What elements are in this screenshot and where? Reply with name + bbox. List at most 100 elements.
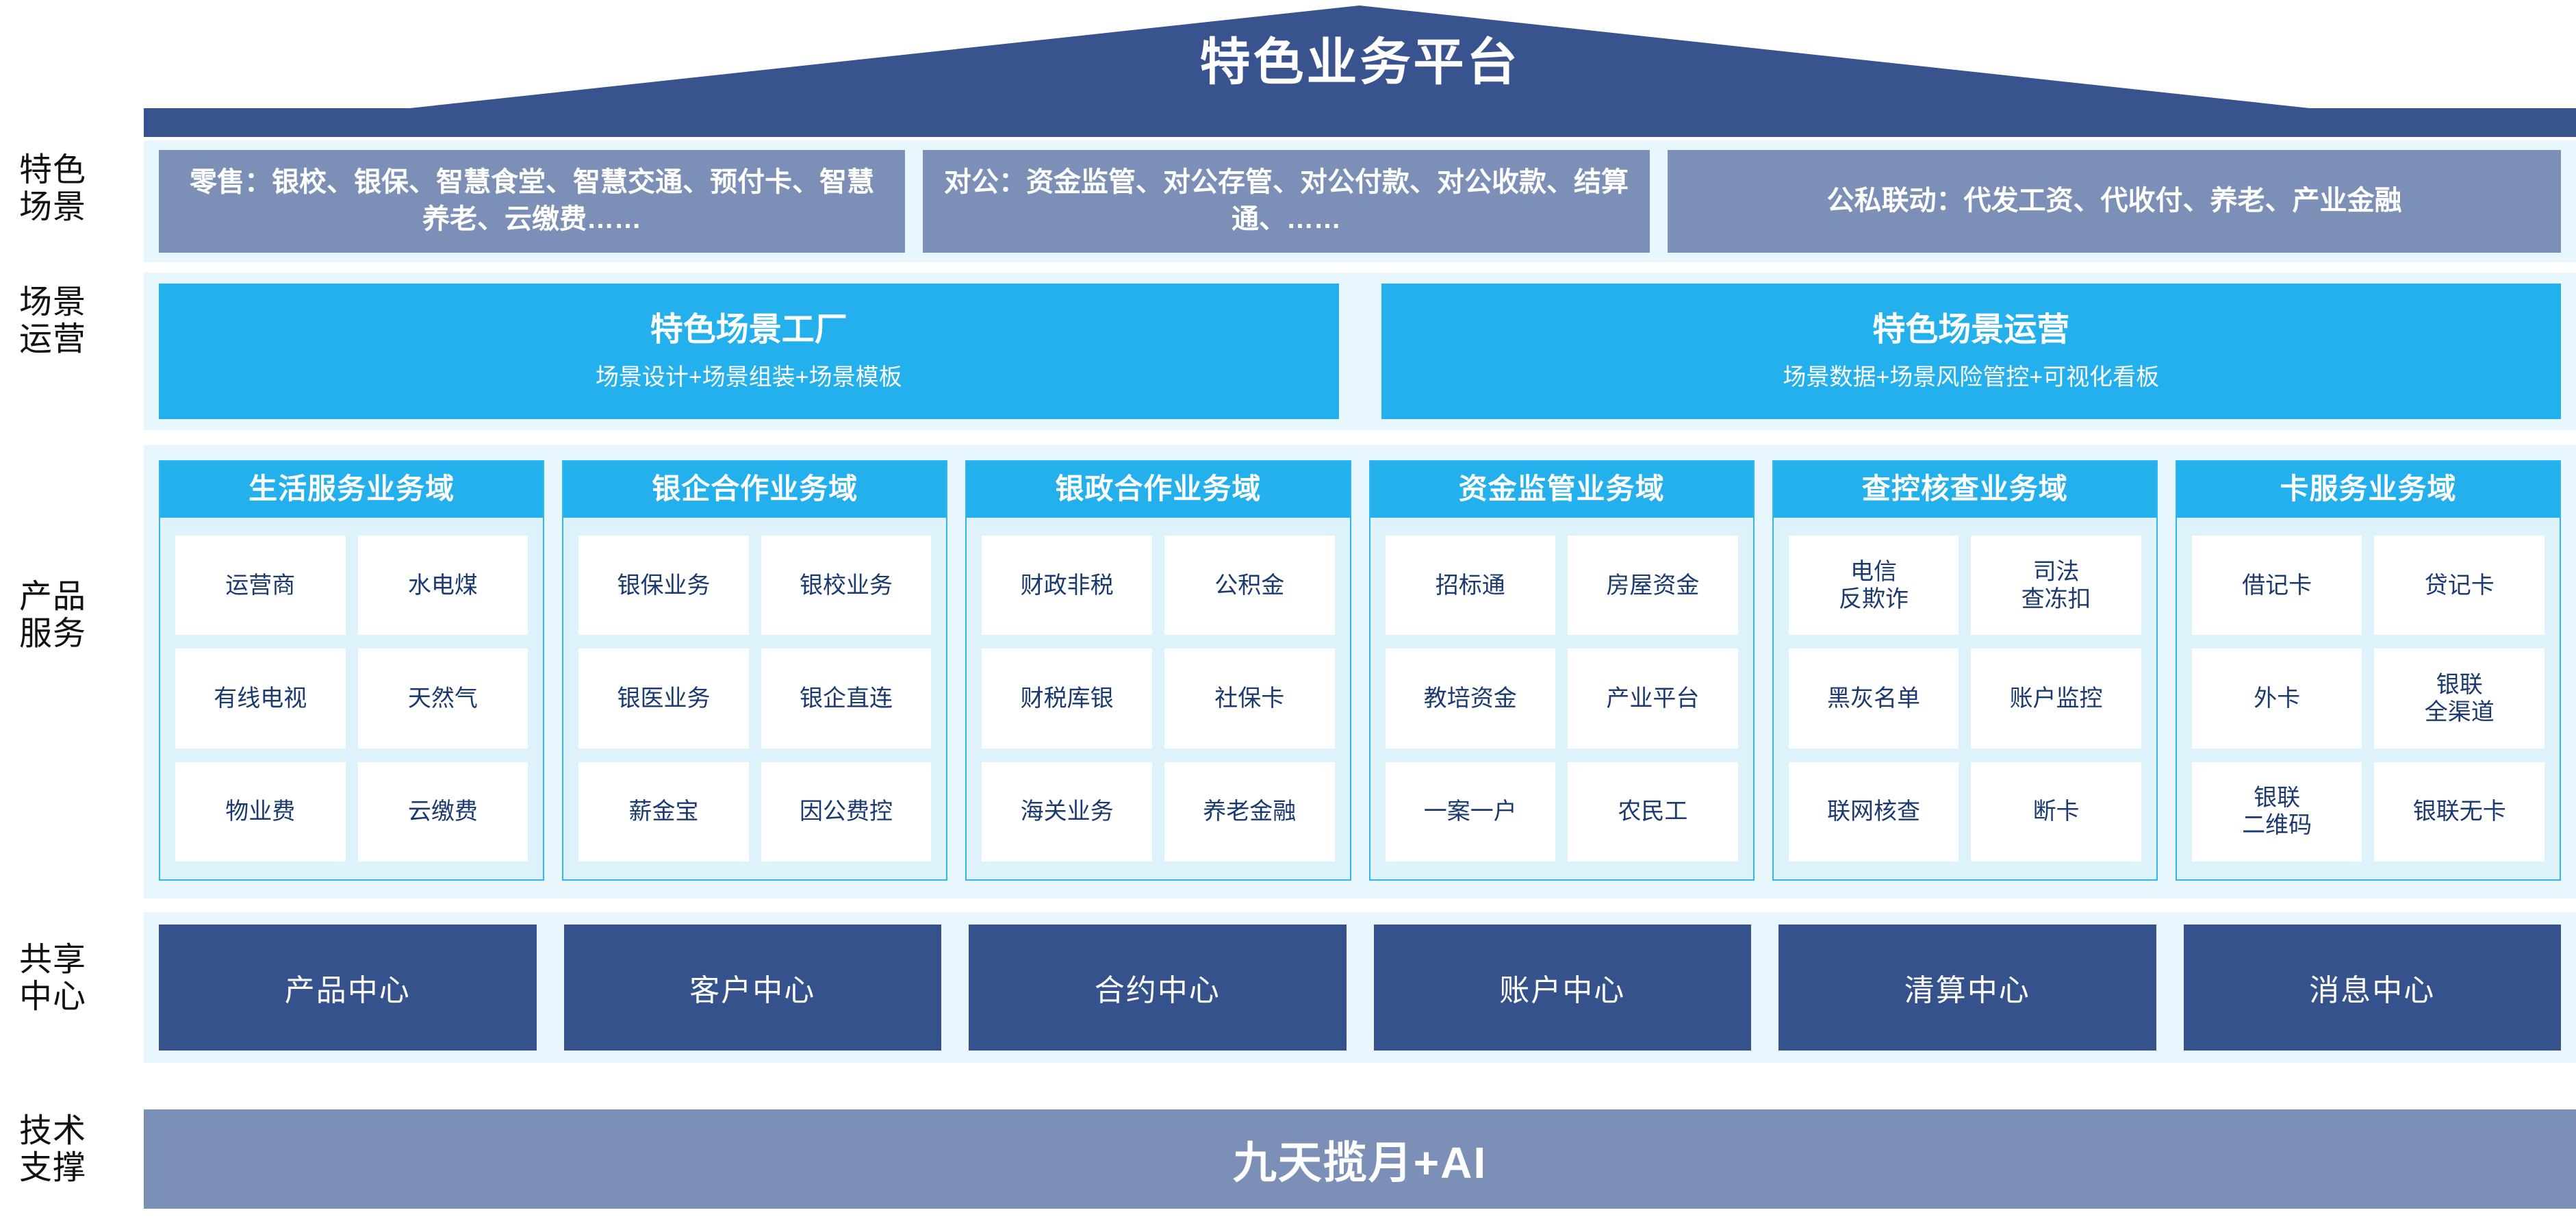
domain-grid-investigation-control: 电信 反欺诈 司法 查冻扣 黑灰名单 账户监控 联网核查 断卡 <box>1774 518 2156 879</box>
shared-center-list: 产品中心 客户中心 合约中心 账户中心 清算中心 消息中心 <box>144 912 2576 1063</box>
product-domain-list: 生活服务业务域 运营商 水电煤 有线电视 天然气 物业费 云缴费 银企合作业务域… <box>144 445 2576 898</box>
product-cell[interactable]: 招标通 <box>1385 536 1556 636</box>
row-label-scene-operation: 场景 运营 <box>19 284 136 358</box>
product-cell[interactable]: 因公费控 <box>761 762 932 862</box>
shared-center-label: 合约中心 <box>1094 974 1221 1007</box>
domain-title-fund-supervision: 资金监管业务域 <box>1370 462 1753 518</box>
product-cell[interactable]: 贷记卡 <box>2374 536 2545 636</box>
product-domain-life-services: 生活服务业务域 运营商 水电煤 有线电视 天然气 物业费 云缴费 <box>159 460 545 881</box>
row-label-scenes: 特色 场景 <box>19 152 136 226</box>
tech-support-label: 九天揽月+AI <box>1232 1137 1488 1187</box>
product-cell[interactable]: 物业费 <box>175 762 346 862</box>
scene-operation-band: 特色场景工厂 场景设计+场景组装+场景模板 特色场景运营 场景数据+场景风险管控… <box>144 273 2576 430</box>
product-cell[interactable]: 运营商 <box>175 536 346 636</box>
product-cell[interactable]: 教培资金 <box>1385 649 1556 749</box>
product-cell[interactable]: 财政非税 <box>982 536 1152 636</box>
product-domain-bank-government: 银政合作业务域 财政非税 公积金 财税库银 社保卡 海关业务 养老金融 <box>965 460 1351 881</box>
shared-center-contract[interactable]: 合约中心 <box>969 925 1347 1051</box>
row-label-product-services-line1: 产品 <box>19 579 87 615</box>
platform-roof-banner: 特色业务平台 <box>144 5 2576 137</box>
product-cell[interactable]: 银企直连 <box>761 649 932 749</box>
shared-center-label: 账户中心 <box>1499 974 1626 1007</box>
row-label-scenes-line2: 场景 <box>19 188 87 225</box>
scene-factory-subtitle: 场景设计+场景组装+场景模板 <box>595 364 902 390</box>
shared-center-label: 清算中心 <box>1904 974 2030 1007</box>
product-cell[interactable]: 薪金宝 <box>578 762 749 862</box>
product-cell[interactable]: 联网核查 <box>1788 762 1959 862</box>
product-cell[interactable]: 云缴费 <box>357 762 528 862</box>
product-cell[interactable]: 公积金 <box>1164 536 1335 636</box>
product-cell[interactable]: 房屋资金 <box>1568 536 1738 636</box>
product-cell[interactable]: 银校业务 <box>761 536 932 636</box>
shared-center-customer[interactable]: 客户中心 <box>563 925 941 1051</box>
row-label-shared-centers-line1: 共享 <box>19 942 87 978</box>
domain-grid-card-services: 借记卡 贷记卡 外卡 银联 全渠道 银联 二维码 银联无卡 <box>2177 518 2560 879</box>
scenes-band: 零售：银校、银保、智慧食堂、智慧交通、预付卡、智慧养老、云缴费…… 对公：资金监… <box>144 140 2576 262</box>
scene-operation-box[interactable]: 特色场景运营 场景数据+场景风险管控+可视化看板 <box>1381 284 2561 419</box>
scene-box-public-private-linkage[interactable]: 公私联动：代发工资、代收付、养老、产业金融 <box>1668 150 2561 253</box>
shared-centers-band: 产品中心 客户中心 合约中心 账户中心 清算中心 消息中心 <box>144 912 2576 1063</box>
row-label-shared-centers: 共享 中心 <box>19 942 136 1016</box>
domain-title-investigation-control: 查控核查业务域 <box>1773 462 2156 518</box>
product-cell[interactable]: 养老金融 <box>1164 762 1335 862</box>
domain-grid-life-services: 运营商 水电煤 有线电视 天然气 物业费 云缴费 <box>160 518 543 879</box>
product-cell[interactable]: 电信 反欺诈 <box>1788 536 1959 636</box>
domain-title-life-services: 生活服务业务域 <box>160 462 544 518</box>
page-title: 特色业务平台 <box>1199 34 1520 90</box>
shared-center-account[interactable]: 账户中心 <box>1373 925 1751 1051</box>
tech-support-bar[interactable]: 九天揽月+AI <box>144 1109 2576 1209</box>
scene-operation-subtitle: 场景数据+场景风险管控+可视化看板 <box>1783 364 2160 390</box>
product-services-band: 生活服务业务域 运营商 水电煤 有线电视 天然气 物业费 云缴费 银企合作业务域… <box>144 445 2576 898</box>
product-cell[interactable]: 有线电视 <box>175 649 346 749</box>
shared-center-label: 客户中心 <box>689 974 816 1007</box>
product-cell[interactable]: 借记卡 <box>2191 536 2362 636</box>
product-cell[interactable]: 水电煤 <box>357 536 528 636</box>
domain-grid-fund-supervision: 招标通 房屋资金 教培资金 产业平台 一案一户 农民工 <box>1370 518 1753 879</box>
shared-center-message[interactable]: 消息中心 <box>2183 925 2561 1051</box>
row-label-product-services: 产品 服务 <box>19 579 136 653</box>
domain-grid-bank-enterprise: 银保业务 银校业务 银医业务 银企直连 薪金宝 因公费控 <box>563 518 946 879</box>
shared-center-label: 消息中心 <box>2309 974 2436 1007</box>
product-domain-fund-supervision: 资金监管业务域 招标通 房屋资金 教培资金 产业平台 一案一户 农民工 <box>1368 460 1755 881</box>
product-cell[interactable]: 社保卡 <box>1164 649 1335 749</box>
product-cell[interactable]: 司法 查冻扣 <box>1971 536 2141 636</box>
scene-box-linkage-label: 公私联动：代发工资、代收付、养老、产业金融 <box>1826 186 2402 216</box>
product-cell[interactable]: 财税库银 <box>982 649 1152 749</box>
product-domain-card-services: 卡服务业务域 借记卡 贷记卡 外卡 银联 全渠道 银联 二维码 银联无卡 <box>2175 460 2562 881</box>
row-label-tech-support: 技术 支撑 <box>19 1113 136 1187</box>
product-cell[interactable]: 海关业务 <box>982 762 1152 862</box>
scene-box-retail[interactable]: 零售：银校、银保、智慧食堂、智慧交通、预付卡、智慧养老、云缴费…… <box>159 150 905 253</box>
domain-title-bank-enterprise: 银企合作业务域 <box>563 462 947 518</box>
scene-factory-title: 特色场景工厂 <box>650 311 847 348</box>
product-cell[interactable]: 断卡 <box>1971 762 2141 862</box>
shared-center-product[interactable]: 产品中心 <box>159 925 537 1051</box>
product-cell[interactable]: 银联 全渠道 <box>2374 649 2545 749</box>
row-label-shared-centers-line2: 中心 <box>19 978 87 1015</box>
scene-operation-title: 特色场景运营 <box>1872 311 2070 348</box>
domain-title-bank-government: 银政合作业务域 <box>967 462 1350 518</box>
scene-factory-box[interactable]: 特色场景工厂 场景设计+场景组装+场景模板 <box>159 284 1339 419</box>
product-cell[interactable]: 农民工 <box>1568 762 1738 862</box>
domain-title-card-services: 卡服务业务域 <box>2176 462 2560 518</box>
product-cell[interactable]: 天然气 <box>357 649 528 749</box>
product-cell[interactable]: 外卡 <box>2191 649 2362 749</box>
domain-grid-bank-government: 财政非税 公积金 财税库银 社保卡 海关业务 养老金融 <box>967 518 1349 879</box>
product-domain-investigation-control: 查控核查业务域 电信 反欺诈 司法 查冻扣 黑灰名单 账户监控 联网核查 断卡 <box>1772 460 2158 881</box>
shared-center-label: 产品中心 <box>284 974 411 1007</box>
shared-center-clearing[interactable]: 清算中心 <box>1778 925 2156 1051</box>
product-cell[interactable]: 银联 二维码 <box>2191 762 2362 862</box>
product-cell[interactable]: 银保业务 <box>578 536 749 636</box>
scene-box-corporate[interactable]: 对公：资金监管、对公存管、对公付款、对公收款、结算通、…… <box>923 150 1650 253</box>
product-domain-bank-enterprise: 银企合作业务域 银保业务 银校业务 银医业务 银企直连 薪金宝 因公费控 <box>562 460 948 881</box>
scene-box-retail-label: 零售：银校、银保、智慧食堂、智慧交通、预付卡、智慧养老、云缴费…… <box>190 167 874 234</box>
scene-box-corporate-label: 对公：资金监管、对公存管、对公付款、对公收款、结算通、…… <box>944 167 1629 234</box>
product-cell[interactable]: 银联无卡 <box>2374 762 2545 862</box>
product-cell[interactable]: 一案一户 <box>1385 762 1556 862</box>
product-cell[interactable]: 银医业务 <box>578 649 749 749</box>
product-cell[interactable]: 黑灰名单 <box>1788 649 1959 749</box>
product-cell[interactable]: 产业平台 <box>1568 649 1738 749</box>
row-label-product-services-line2: 服务 <box>19 615 87 652</box>
product-cell[interactable]: 账户监控 <box>1971 649 2141 749</box>
row-label-scenes-line1: 特色 <box>19 152 87 188</box>
